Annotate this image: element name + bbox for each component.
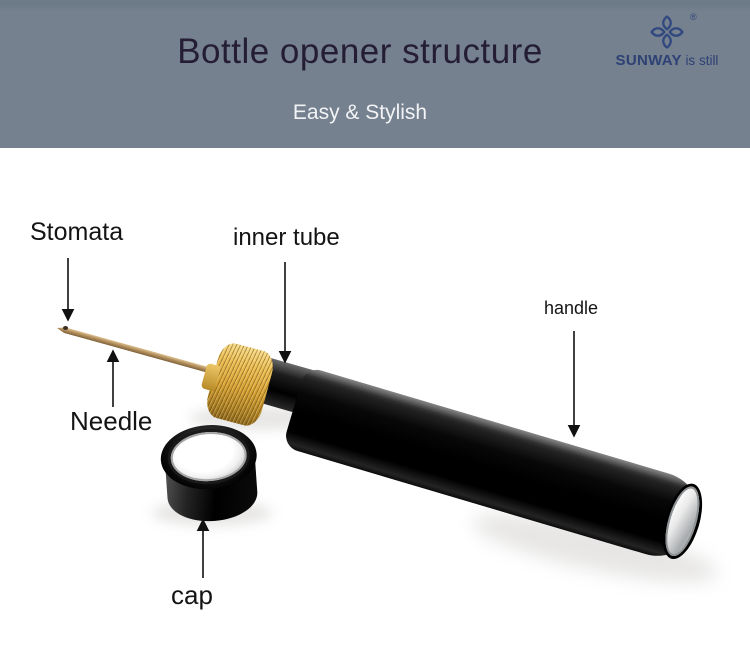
annotation-arrows [61, 258, 581, 578]
diagram-canvas: Stomata inner tube handle Needle cap [0, 148, 750, 671]
logo-text: SUNWAY is still [602, 52, 732, 69]
stomata-hole [63, 326, 68, 330]
page-title: Bottle opener structure [177, 32, 543, 71]
label-needle: Needle [70, 406, 153, 436]
label-stomata: Stomata [30, 218, 124, 246]
logo-tagline: is still [685, 53, 719, 68]
label-inner-tube: inner tube [233, 224, 340, 251]
label-handle: handle [544, 298, 599, 318]
label-cap: cap [171, 580, 213, 610]
logo-brand-name: SUNWAY [615, 52, 682, 69]
brand-logo: ® SUNWAY is still [602, 12, 732, 74]
registered-trademark: ® [690, 12, 697, 22]
header-banner: Bottle opener structure Easy & Stylish ®… [0, 0, 750, 148]
sunway-knot-icon [650, 15, 684, 49]
page-subtitle: Easy & Stylish [292, 101, 428, 124]
